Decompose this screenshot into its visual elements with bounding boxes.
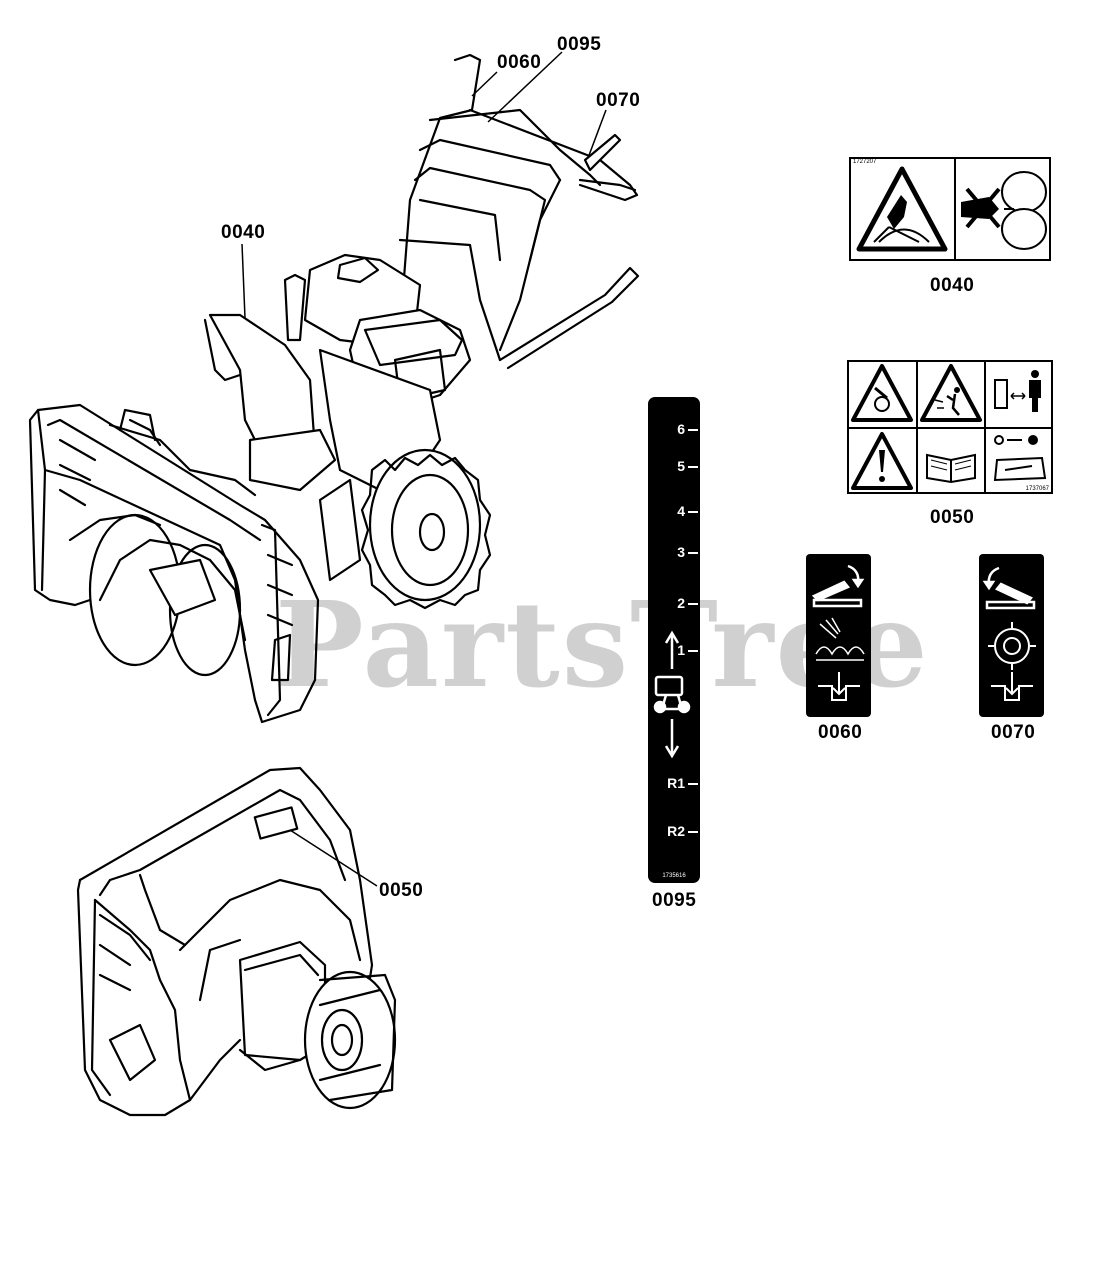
warning-debris-icon — [920, 364, 982, 422]
direction-arrows-icon — [653, 630, 691, 759]
speed-5: 5 — [677, 458, 698, 474]
warning-hand-icon — [856, 166, 948, 252]
speed-3: 3 — [677, 544, 698, 560]
speed-r2: R2 — [667, 823, 698, 839]
speed-2: 2 — [677, 595, 698, 611]
keep-distance-icon — [994, 370, 1041, 412]
callout-0060: 0060 — [497, 52, 542, 73]
remove-key-icon — [993, 435, 1047, 482]
speed-4: 4 — [677, 503, 698, 519]
decal-0095-label: 0095 — [652, 890, 697, 911]
drive-lever-icon — [982, 566, 1036, 610]
speed-r1: R1 — [667, 775, 698, 791]
warning-thrower-icon — [851, 364, 913, 422]
auger-lever-icon — [811, 564, 865, 608]
decal-0095-code: 1735616 — [662, 873, 686, 879]
decal-0040-label: 0040 — [930, 275, 975, 296]
decal-0040-code: 1727207 — [853, 159, 877, 165]
speed-6: 6 — [677, 421, 698, 437]
warning-exclamation-icon — [851, 432, 913, 490]
decal-0050-code: 1737067 — [1025, 486, 1049, 492]
decal-0060-label: 0060 — [818, 722, 863, 743]
wheel-icon — [988, 622, 1036, 670]
callout-0040: 0040 — [221, 222, 266, 243]
push-down-icon — [991, 672, 1033, 701]
callout-0070: 0070 — [596, 90, 641, 111]
decal-0060 — [806, 554, 871, 717]
decal-0095: 6 5 4 3 2 1 R1 R2 1735616 — [648, 397, 700, 883]
decal-0070 — [979, 554, 1044, 717]
callout-0095: 0095 — [557, 34, 602, 55]
speed-1: 1 — [677, 642, 698, 658]
decal-0050-label: 0050 — [930, 507, 975, 528]
no-hands-auger-icon — [961, 171, 1047, 250]
decal-0050: 1737067 — [847, 360, 1053, 494]
callout-0050: 0050 — [379, 880, 424, 901]
manual-book-icon — [926, 453, 976, 484]
decal-0070-label: 0070 — [991, 722, 1036, 743]
push-down-icon — [818, 672, 860, 701]
decal-0040: 1727207 — [849, 157, 1051, 261]
